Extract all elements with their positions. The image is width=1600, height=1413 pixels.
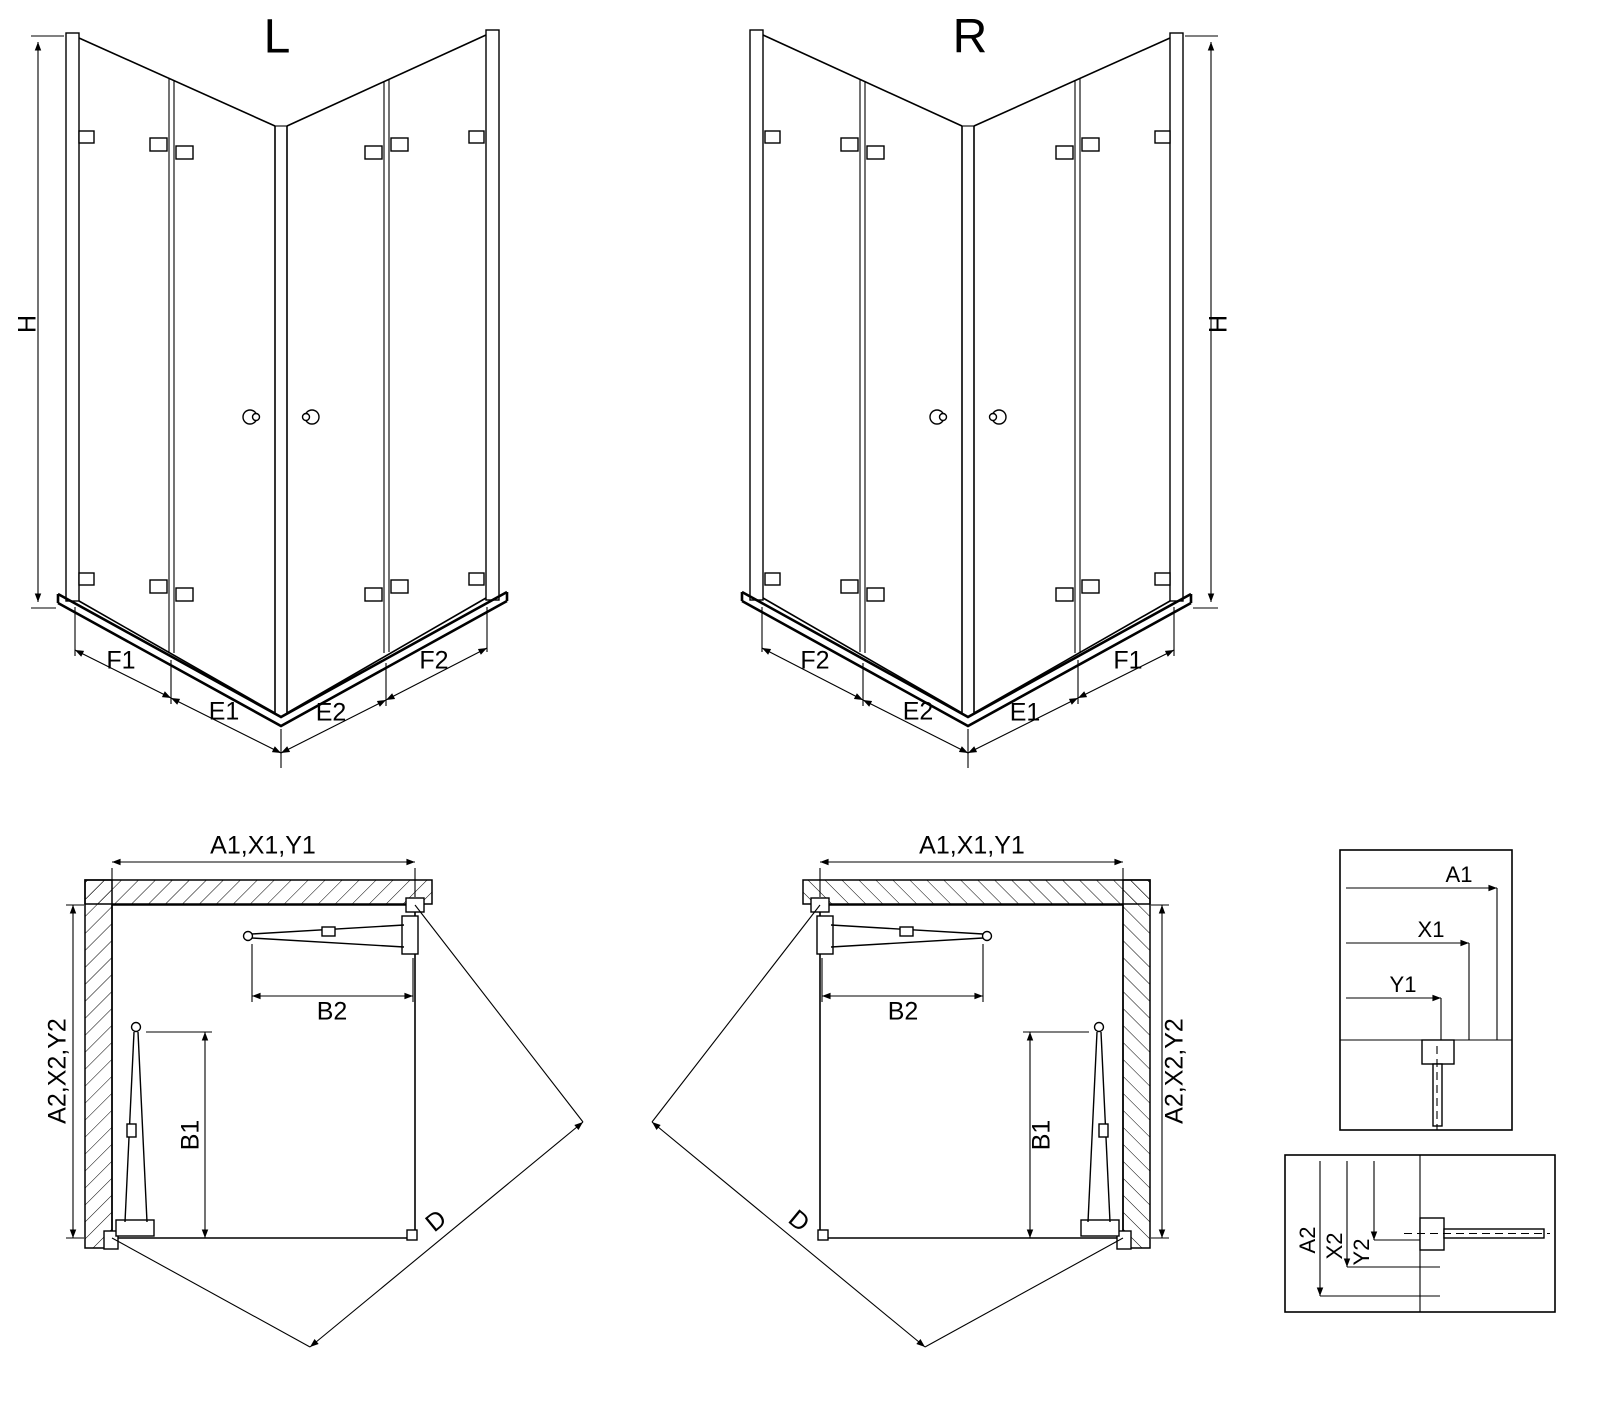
detail-label-y2: Y2 — [1349, 1239, 1374, 1266]
dim-label-e2: E2 — [316, 699, 347, 727]
width-dim-label: A1,X1,Y1 — [919, 832, 1025, 860]
detail-dimension-a1 — [1346, 884, 1498, 1040]
perspective-view-right: R H F2 E2 E1 F1 — [742, 11, 1233, 768]
detail-label-y1: Y1 — [1390, 972, 1417, 997]
dim-label-f1: F1 — [106, 647, 135, 675]
profile-detail-horizontal: A1 X1 Y1 — [1339, 849, 1513, 1131]
height-dim-label: H — [14, 315, 42, 333]
diagonal-dim-label: D — [420, 1204, 452, 1237]
detail-dimension-x1 — [1346, 939, 1470, 1040]
wall-profile-cross-section — [1421, 1039, 1455, 1130]
door-top-dim-label: B2 — [888, 998, 919, 1026]
dim-label-e1: E1 — [209, 698, 240, 726]
detail-dimension-y1 — [1346, 994, 1442, 1040]
wall-profile-cross-section — [1404, 1217, 1550, 1251]
dim-label-e2: E2 — [903, 698, 934, 726]
diagonal-dim-label: D — [783, 1204, 815, 1237]
width-dim-label: A1,X1,Y1 — [210, 832, 316, 860]
view-title-right: R — [953, 11, 988, 64]
dim-label-f1: F1 — [1113, 647, 1142, 675]
plan-view-right: A1,X1,Y1 A2,X2,Y2 B2 B1 D — [652, 832, 1189, 1347]
detail-label-a2: A2 — [1295, 1227, 1320, 1254]
view-title-left: L — [264, 11, 291, 64]
plan-geometry-left — [66, 862, 583, 1347]
plan-geometry-right — [652, 862, 1169, 1347]
depth-dim-label: A2,X2,Y2 — [44, 1018, 72, 1124]
detail-dimension-a2 — [1316, 1161, 1440, 1297]
door-side-dim-label: B1 — [177, 1120, 205, 1151]
dim-label-f2: F2 — [800, 647, 829, 675]
dim-label-e1: E1 — [1010, 699, 1041, 727]
door-side-dim-label: B1 — [1028, 1120, 1056, 1151]
depth-dim-label: A2,X2,Y2 — [1161, 1018, 1189, 1124]
detail-dimension-x2 — [1343, 1161, 1440, 1268]
perspective-view-left: L H F1 E1 E2 F2 — [14, 11, 507, 768]
door-top-dim-label: B2 — [317, 998, 348, 1026]
detail-label-a1: A1 — [1446, 862, 1473, 887]
detail-frame — [1339, 849, 1513, 1131]
profile-detail-vertical: A2 X2 Y2 — [1284, 1154, 1556, 1313]
dim-label-f2: F2 — [419, 647, 448, 675]
detail-label-x2: X2 — [1322, 1233, 1347, 1260]
plan-view-left: A1,X1,Y1 A2,X2,Y2 B2 B1 D — [44, 832, 583, 1347]
detail-label-x1: X1 — [1418, 917, 1445, 942]
height-dim-label: H — [1205, 315, 1233, 333]
